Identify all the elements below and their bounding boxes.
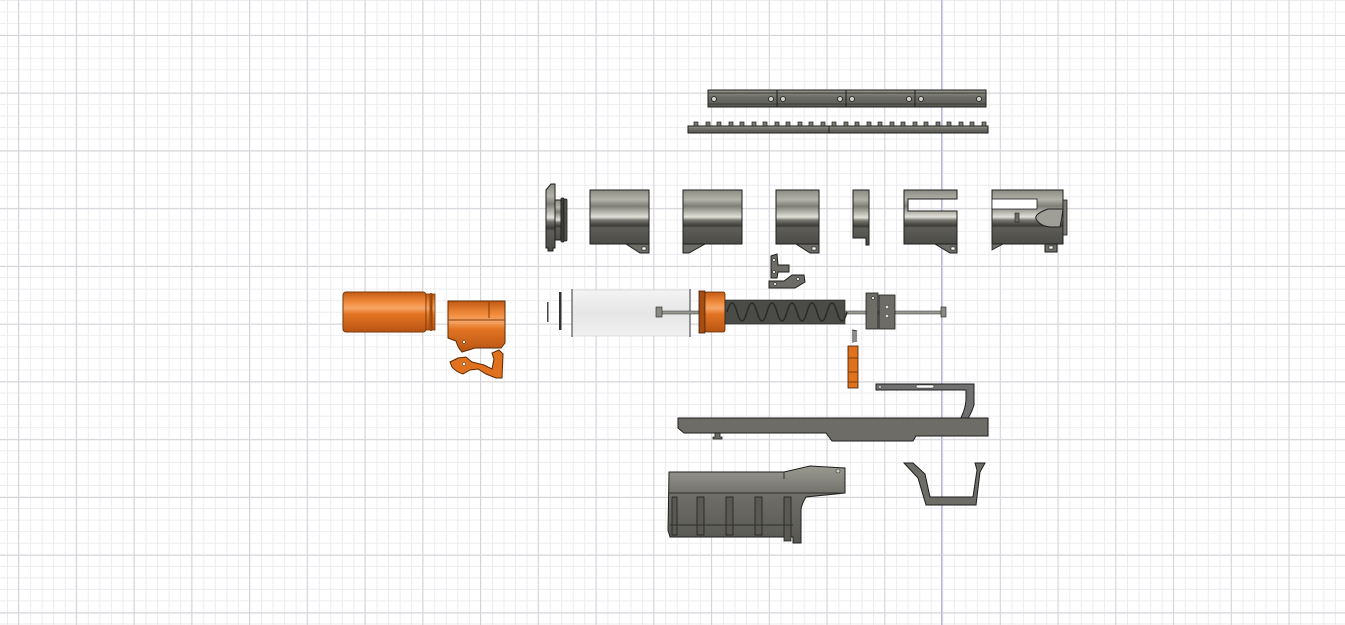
handguard-ring[interactable] [852, 189, 870, 246]
link-plates[interactable] [768, 253, 806, 289]
handguard-segment-1[interactable] [589, 189, 650, 254]
muzzle-cap[interactable] [545, 183, 568, 252]
handguard-segment-2[interactable] [682, 189, 743, 254]
picatinny-rail[interactable] [687, 121, 989, 134]
stock-tube[interactable] [342, 291, 436, 333]
catch-spring-block[interactable] [847, 329, 859, 389]
o-rings[interactable] [547, 292, 562, 330]
grip-housing[interactable] [667, 465, 846, 544]
lower-rail[interactable] [677, 417, 989, 442]
upper-receiver-rear[interactable] [991, 189, 1068, 253]
handguard-segment-3[interactable] [775, 189, 820, 254]
upper-receiver-front[interactable] [903, 189, 958, 254]
top-rail-cover[interactable] [707, 89, 987, 108]
plunger-spring-assembly[interactable] [655, 290, 947, 334]
stock-latch[interactable] [449, 349, 504, 379]
trigger-guard[interactable] [902, 462, 986, 506]
stock-butt-housing[interactable] [447, 300, 506, 353]
